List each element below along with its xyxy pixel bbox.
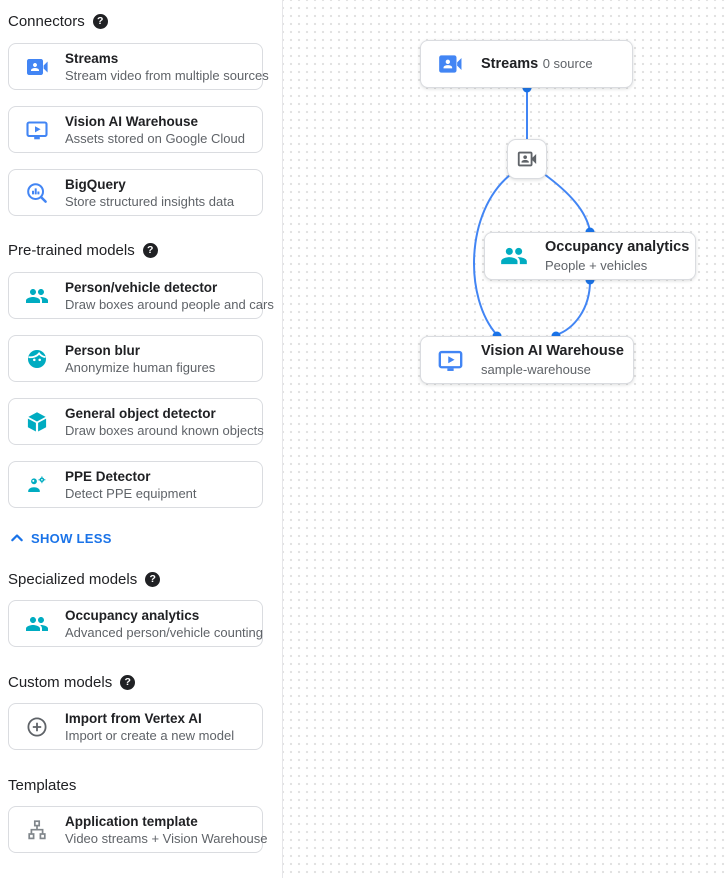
bigquery-icon xyxy=(25,181,49,205)
section-label: Connectors xyxy=(8,12,85,30)
node-title: Streams xyxy=(481,55,539,72)
card-title: Vision AI Warehouse xyxy=(65,113,199,129)
card-title: Import from Vertex AI xyxy=(65,710,202,726)
section-label: Pre-trained models xyxy=(8,241,135,259)
palette-card-ppe-detector[interactable]: PPE Detector Detect PPE equipment xyxy=(8,461,263,508)
tree-icon xyxy=(25,818,49,842)
help-icon[interactable] xyxy=(92,13,108,29)
smart-display-icon xyxy=(25,118,49,142)
smart-display-icon xyxy=(436,346,464,374)
section-title-pretrained-models: Pre-trained models xyxy=(8,240,158,260)
help-icon[interactable] xyxy=(142,242,158,258)
node-subtitle: sample-warehouse xyxy=(481,361,591,377)
node-title: Vision AI Warehouse xyxy=(481,342,624,359)
show-less-button[interactable]: SHOW LESS xyxy=(9,529,112,547)
node-stream-source-mini[interactable] xyxy=(507,139,547,179)
chevron-up-icon xyxy=(9,530,25,546)
card-title: BigQuery xyxy=(65,176,126,192)
edge-mini-to-occupancy xyxy=(543,173,591,232)
section-label: Custom models xyxy=(8,673,113,691)
card-subtitle: Anonymize human figures xyxy=(65,359,216,375)
pipeline-edges xyxy=(473,83,595,341)
section-title-custom-models: Custom models xyxy=(8,672,136,692)
palette-card-vision-warehouse[interactable]: Vision AI Warehouse Assets stored on Goo… xyxy=(8,106,263,153)
card-subtitle: Draw boxes around people and cars xyxy=(65,296,274,312)
card-subtitle: Detect PPE equipment xyxy=(65,485,197,501)
palette-card-person-blur[interactable]: Person blur Anonymize human figures xyxy=(8,335,263,382)
video-camera-icon xyxy=(436,50,464,78)
palette-card-streams[interactable]: Streams Stream video from multiple sourc… xyxy=(8,43,269,90)
card-title: PPE Detector xyxy=(65,468,151,484)
palette-card-bigquery[interactable]: BigQuery Store structured insights data xyxy=(8,169,263,216)
cube-icon xyxy=(25,410,49,434)
node-occupancy-analytics[interactable]: Occupancy analytics People + vehicles xyxy=(484,232,696,280)
node-title: Occupancy analytics xyxy=(545,238,690,255)
palette-card-import-vertex-ai[interactable]: Import from Vertex AI Import or create a… xyxy=(8,703,263,750)
section-title-connectors: Connectors xyxy=(8,11,108,31)
card-title: Application template xyxy=(65,813,198,829)
palette-card-general-object-detector[interactable]: General object detector Draw boxes aroun… xyxy=(8,398,264,445)
palette-card-occupancy-analytics[interactable]: Occupancy analytics Advanced person/vehi… xyxy=(8,600,263,647)
card-subtitle: Advanced person/vehicle counting xyxy=(65,624,264,640)
card-subtitle: Stream video from multiple sources xyxy=(65,67,269,83)
card-subtitle: Video streams + Vision Warehouse xyxy=(65,830,268,846)
palette-card-person-vehicle-detector[interactable]: Person/vehicle detector Draw boxes aroun… xyxy=(8,272,274,319)
section-label: Templates xyxy=(8,776,77,794)
show-less-label: SHOW LESS xyxy=(31,530,112,546)
card-subtitle: Store structured insights data xyxy=(65,193,235,209)
video-camera-icon xyxy=(25,55,49,79)
people-icon xyxy=(500,242,528,270)
edge-occupancy-to-warehouse xyxy=(555,280,591,336)
node-vision-ai-warehouse[interactable]: Vision AI Warehouse sample-warehouse xyxy=(420,336,634,384)
card-subtitle: Assets stored on Google Cloud xyxy=(65,130,245,146)
plus-circle-icon xyxy=(25,715,49,739)
card-title: Streams xyxy=(65,50,119,66)
node-subtitle: 0 source xyxy=(542,55,593,71)
card-title: Occupancy analytics xyxy=(65,607,200,623)
node-subtitle: People + vehicles xyxy=(545,257,648,273)
pipeline-canvas[interactable]: Streams 0 source Occupancy analytics Peo… xyxy=(283,0,725,878)
component-palette-sidebar: Connectors Streams Stream video from mul… xyxy=(0,0,283,878)
card-title: General object detector xyxy=(65,405,216,421)
video-camera-icon xyxy=(516,148,538,170)
face-icon xyxy=(25,347,49,371)
help-icon[interactable] xyxy=(120,674,136,690)
card-subtitle: Import or create a new model xyxy=(65,727,235,743)
card-title: Person blur xyxy=(65,342,141,358)
section-label: Specialized models xyxy=(8,570,138,588)
people-icon xyxy=(25,612,49,636)
section-title-specialized-models: Specialized models xyxy=(8,569,161,589)
palette-card-application-template[interactable]: Application template Video streams + Vis… xyxy=(8,806,268,853)
card-title: Person/vehicle detector xyxy=(65,279,218,295)
ppe-icon xyxy=(25,473,49,497)
node-streams[interactable]: Streams 0 source xyxy=(420,40,633,88)
people-icon xyxy=(25,284,49,308)
card-subtitle: Draw boxes around known objects xyxy=(65,422,264,438)
section-title-templates: Templates xyxy=(8,775,76,795)
help-icon[interactable] xyxy=(145,571,161,587)
